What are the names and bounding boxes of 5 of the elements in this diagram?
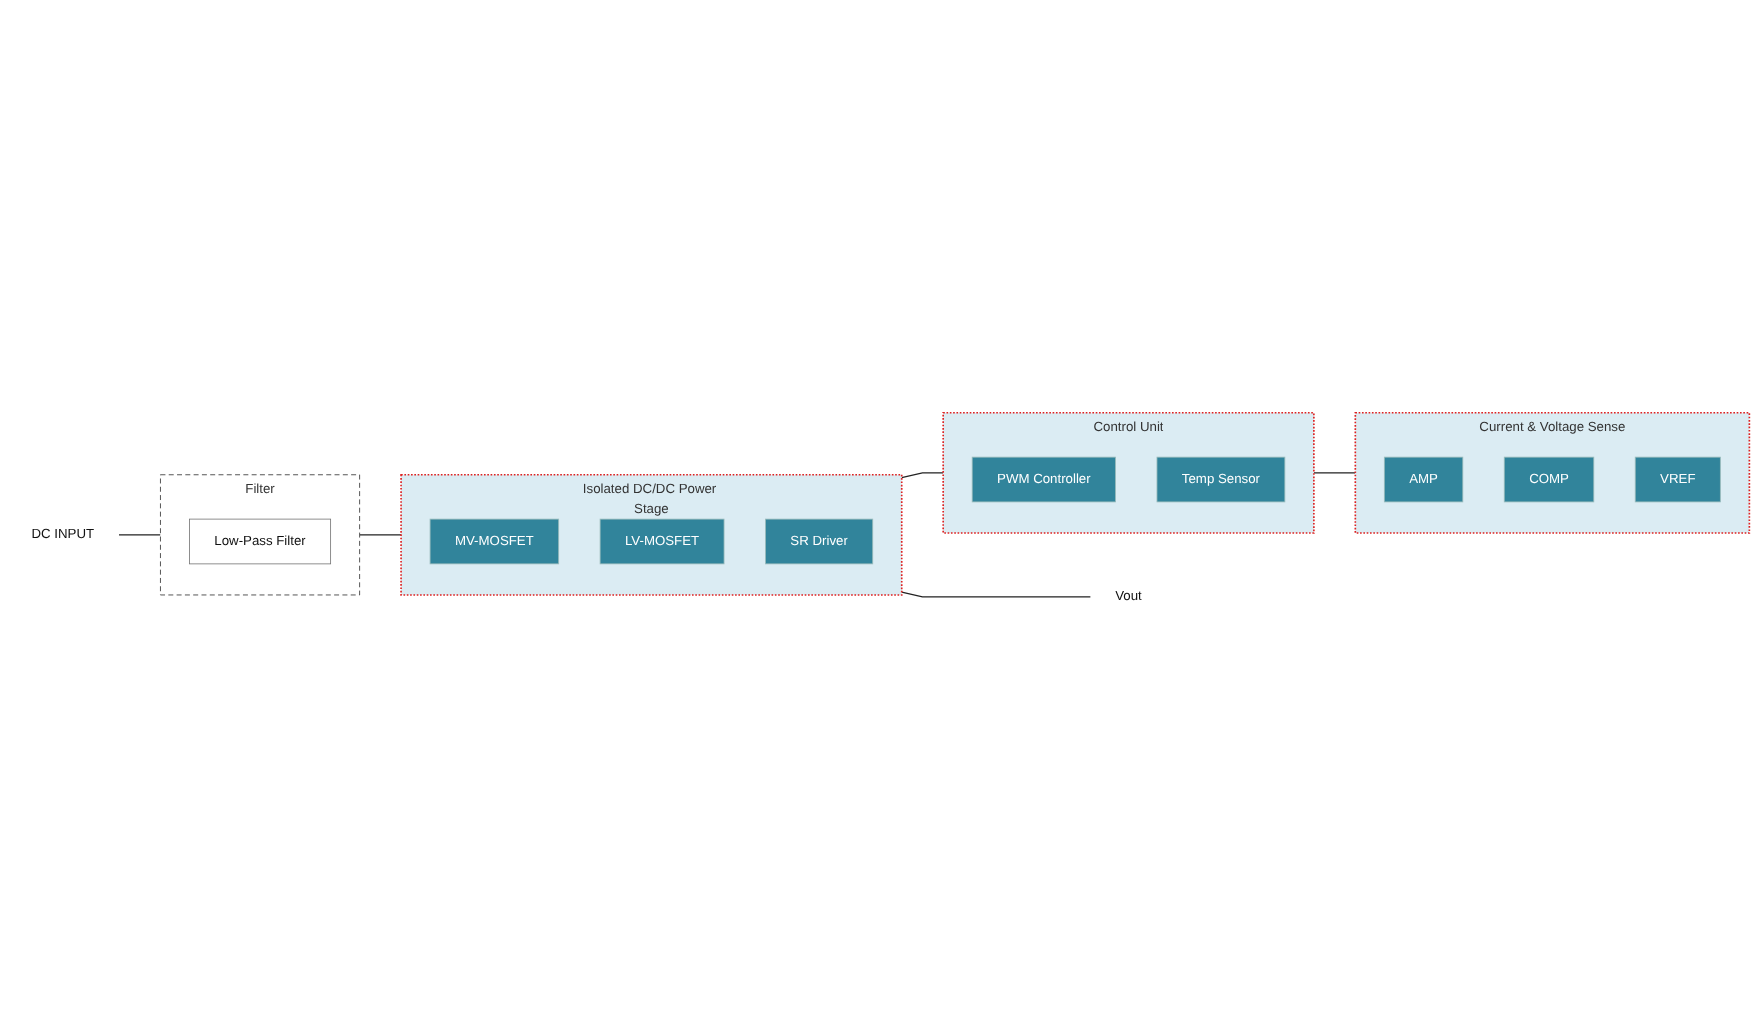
connector xyxy=(901,472,944,479)
connector xyxy=(1313,472,1356,474)
connector xyxy=(359,534,402,536)
connector xyxy=(901,591,1091,598)
connector xyxy=(118,534,162,536)
